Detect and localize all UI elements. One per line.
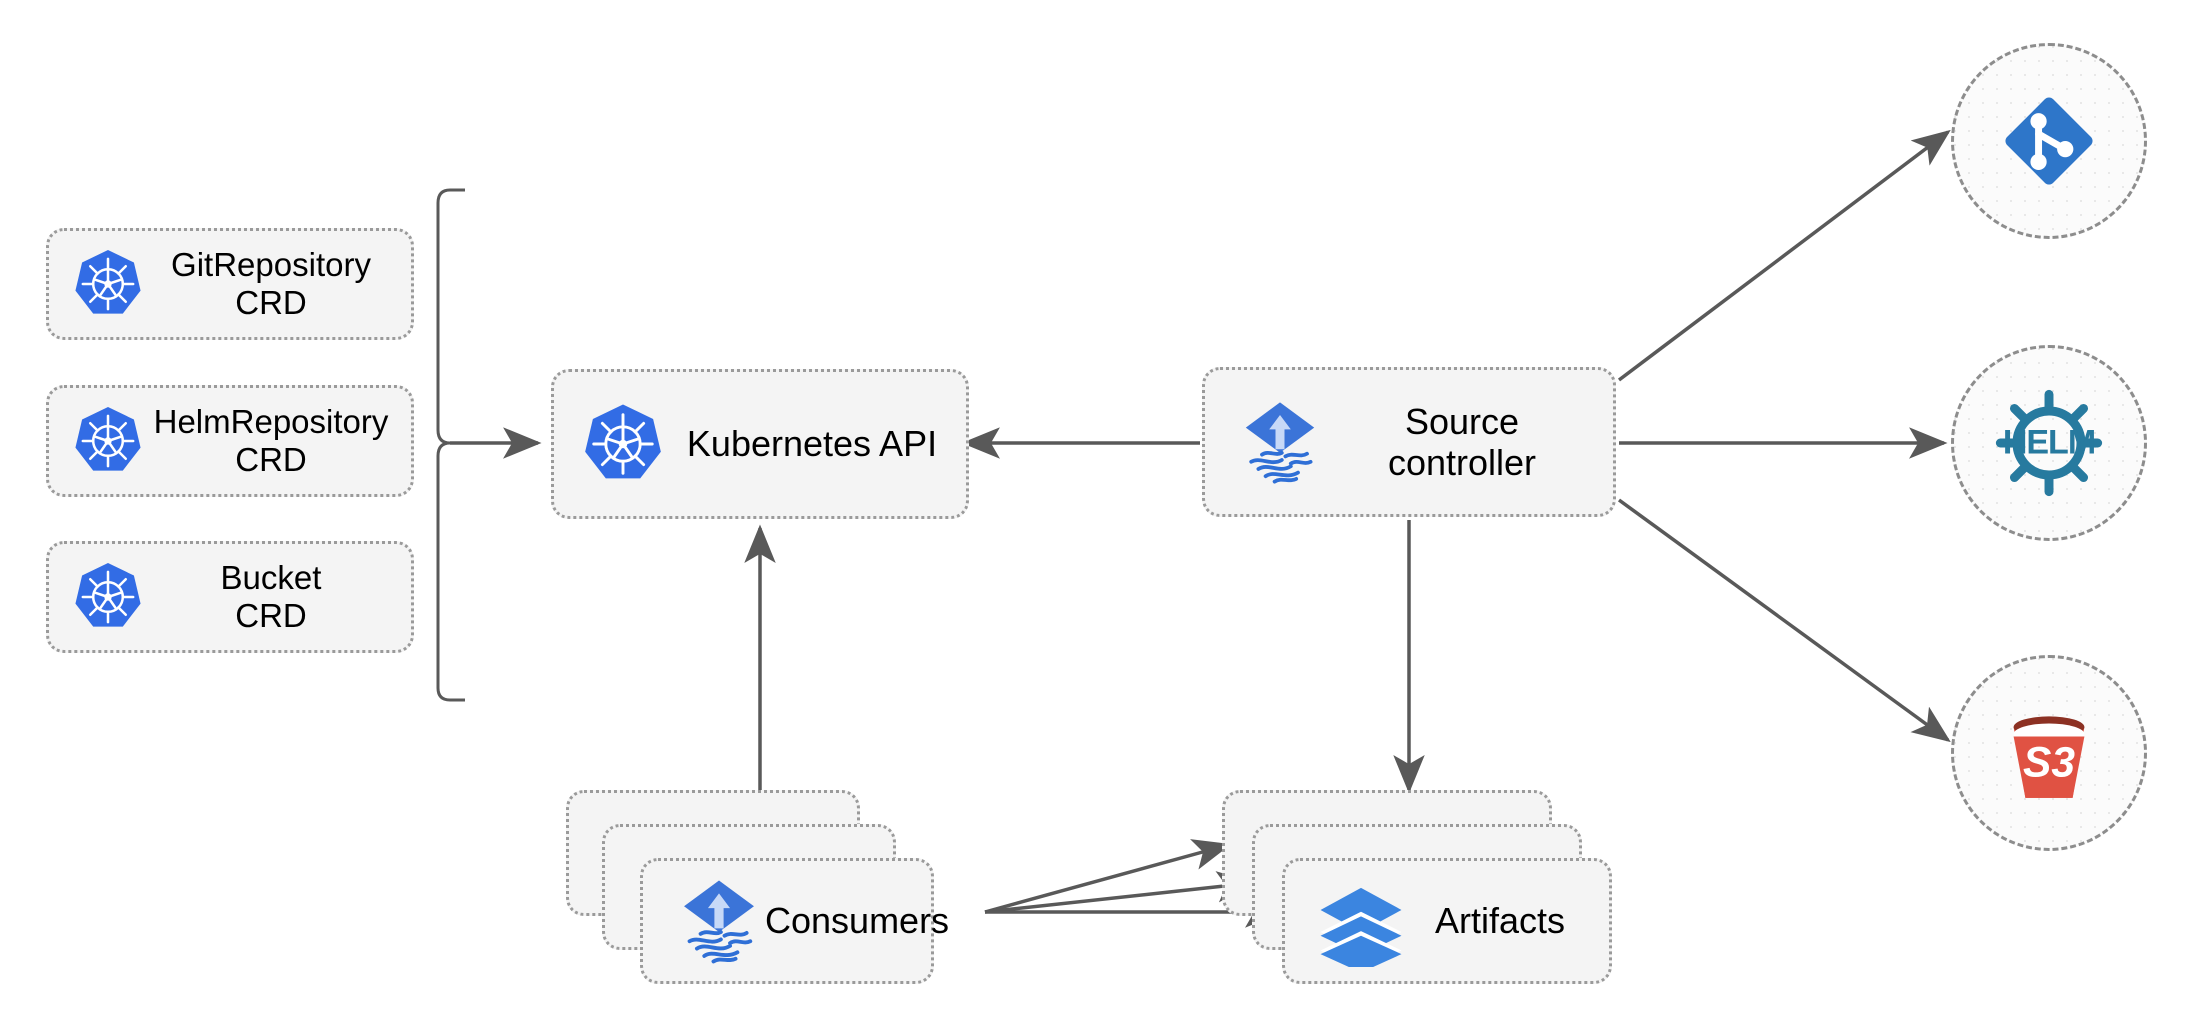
kubernetes-icon (71, 560, 145, 634)
flux-icon (1235, 397, 1325, 487)
crd-card-label: HelmRepository CRD (153, 403, 389, 478)
s3-bucket-icon: S3 (1990, 694, 2108, 812)
helm-icon: HELM (1985, 379, 2113, 507)
node-consumers-stack[interactable]: Consumers (566, 790, 949, 990)
git-icon (1991, 83, 2107, 199)
node-label: Artifacts (1434, 900, 1566, 941)
external-s3-circle[interactable]: S3 (1951, 655, 2147, 851)
crd-group-bracket (436, 188, 465, 702)
flux-icon (673, 875, 765, 967)
crd-card-gitrepository[interactable]: GitRepository CRD (46, 228, 414, 340)
consumers-stack-card-front[interactable]: Consumers (640, 858, 949, 984)
node-kubernetes-api[interactable]: Kubernetes API (551, 369, 969, 519)
external-git-circle[interactable] (1951, 43, 2147, 239)
node-label: Kubernetes API (686, 423, 938, 465)
svg-text:S3: S3 (2023, 740, 2075, 787)
kubernetes-icon (580, 401, 666, 487)
node-source-controller[interactable]: Source controller (1202, 367, 1616, 517)
kubernetes-icon (71, 247, 145, 321)
layers-icon (1315, 875, 1407, 967)
crd-card-bucket[interactable]: Bucket CRD (46, 541, 414, 653)
node-label: Source controller (1387, 400, 1537, 483)
node-artifacts-stack[interactable]: Artifacts (1222, 790, 1642, 990)
external-helm-circle[interactable]: HELM (1951, 345, 2147, 541)
edge-source-controller-to-s3 (1617, 498, 1951, 743)
crd-card-helmrepository[interactable]: HelmRepository CRD (46, 385, 414, 497)
edge-source-controller-to-git (1617, 129, 1951, 382)
kubernetes-icon (71, 404, 145, 478)
node-label: Consumers (765, 900, 950, 941)
helm-label: HELM (2002, 423, 2096, 462)
crd-card-label: GitRepository CRD (171, 246, 371, 321)
edge-consumers-to-artifacts-1 (984, 839, 1232, 914)
edge-consumers-to-artifacts-2 (984, 871, 1256, 914)
crd-card-label: Bucket CRD (220, 559, 322, 634)
artifacts-stack-card-front[interactable]: Artifacts (1282, 858, 1612, 984)
